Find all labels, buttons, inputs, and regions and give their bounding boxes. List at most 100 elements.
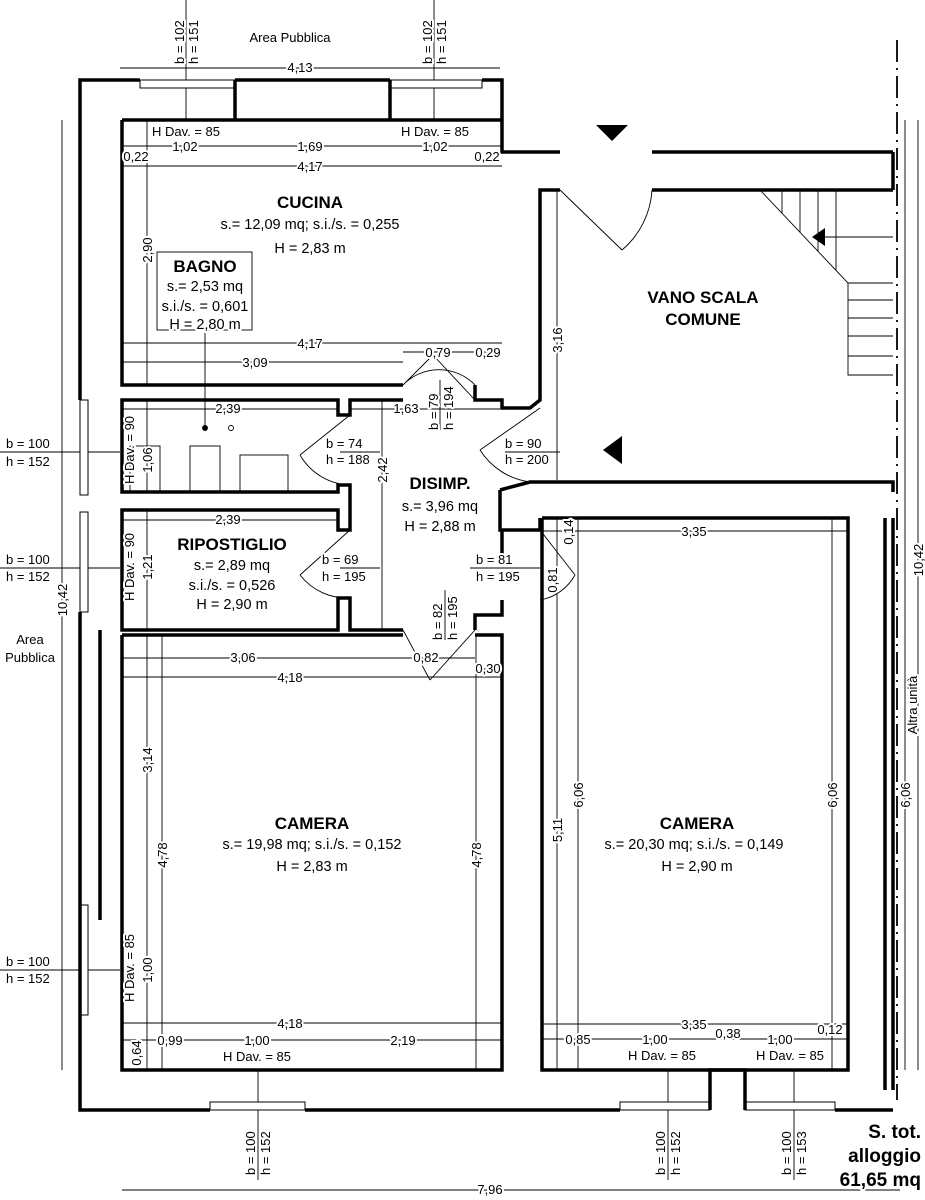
room-name-vano-scala: VANO SCALA xyxy=(647,288,758,307)
room-name-camera: CAMERA xyxy=(660,814,735,833)
dimension-label: 7,96 xyxy=(477,1182,502,1197)
dimension-label: 3,16 xyxy=(550,327,565,352)
window-label: h = 152 xyxy=(6,454,50,469)
dimension-label: 0,30 xyxy=(475,661,500,676)
window-label: b = 100 xyxy=(779,1131,794,1175)
room-area: s.= 3,96 mq xyxy=(402,499,478,515)
room-height: H = 2,83 m xyxy=(274,241,345,257)
windows xyxy=(79,79,836,1111)
window-label: h = 151 xyxy=(186,20,201,64)
dimension-label: 2,19 xyxy=(390,1033,415,1048)
dimension-label: 3,35 xyxy=(681,1017,706,1032)
dimension-label: 6,06 xyxy=(825,782,840,807)
door-label: h = 200 xyxy=(505,452,549,467)
door-label: h = 188 xyxy=(326,452,370,467)
window-label: h = 151 xyxy=(434,20,449,64)
window-label: b = 100 xyxy=(6,552,50,567)
dimension-label: 1,00 xyxy=(140,957,155,982)
window-label: h = 152 xyxy=(6,569,50,584)
area-pubblica-left: Pubblica xyxy=(5,650,56,665)
door-label: b = 74 xyxy=(326,436,363,451)
room-name-camera: CAMERA xyxy=(275,814,350,833)
sill-height: H Dav. = 85 xyxy=(122,934,137,1002)
dimension-label: 1,69 xyxy=(297,139,322,154)
dimension-label: 1,21 xyxy=(140,554,155,579)
dimension-label: 0,81 xyxy=(545,567,560,592)
dimension-label: 0,22 xyxy=(474,149,499,164)
entry-arrow-icon xyxy=(596,125,628,141)
window-label: b = 100 xyxy=(653,1131,668,1175)
window-labels: b = 102 h = 151 b = 102 h = 151 b = 100 … xyxy=(4,18,826,1177)
door-label: b = 82 xyxy=(430,603,445,640)
labels: Area Pubblica Area Pubblica Altra unità … xyxy=(3,28,923,1193)
sill-height: H Dav. = 85 xyxy=(401,124,469,139)
room-height: H = 2,80 m xyxy=(169,317,240,333)
dimension-label: 1,00 xyxy=(244,1033,269,1048)
room-height: H = 2,90 m xyxy=(661,859,732,875)
dimension-label: 3,09 xyxy=(242,355,267,370)
window-label: b = 100 xyxy=(6,954,50,969)
dimension-labels: 4,13 1,02 1,69 1,02 0,22 0,22 4,17 2,90 … xyxy=(53,58,925,1199)
dimension-label: 0,82 xyxy=(413,650,438,665)
dimension-label: 1,02 xyxy=(422,139,447,154)
sill-height: H Dav. = 85 xyxy=(628,1048,696,1063)
dimension-label: 4,78 xyxy=(469,842,484,867)
window-label: b = 102 xyxy=(172,20,187,64)
dimension-label: 4,18 xyxy=(277,1016,302,1031)
room-name-vano-scala: COMUNE xyxy=(665,310,741,329)
total-label: S. tot. xyxy=(868,1122,921,1143)
window-label: h = 152 xyxy=(668,1131,683,1175)
dimension-label: 3,35 xyxy=(681,524,706,539)
total-area: 61,65 mq xyxy=(840,1170,921,1191)
dimension-label: 0,14 xyxy=(561,519,576,544)
room-name-ripostiglio: RIPOSTIGLIO xyxy=(177,535,287,554)
altra-unita-label: Altra unità xyxy=(905,675,920,734)
door-label: b = 81 xyxy=(476,552,513,567)
room-area: s.= 12,09 mq; s.i./s. = 0,255 xyxy=(221,217,400,233)
area-pubblica-top: Area Pubblica xyxy=(250,30,332,45)
door-labels: b = 79 h = 194 b = 74 h = 188 b = 90 h =… xyxy=(320,384,551,642)
room-ratio: s.i./s. = 0,526 xyxy=(189,578,276,594)
dimension-label: 4,78 xyxy=(155,842,170,867)
room-area: s.= 20,30 mq; s.i./s. = 0,149 xyxy=(605,837,784,853)
dimension-label: 2,90 xyxy=(140,237,155,262)
bagno-label-box xyxy=(156,251,253,331)
total-label: alloggio xyxy=(848,1146,921,1167)
door-label: h = 194 xyxy=(441,386,456,430)
dimension-label: 1,00 xyxy=(767,1032,792,1047)
dimension-label: 0,38 xyxy=(715,1026,740,1041)
sill-height: H Dav. = 85 xyxy=(756,1048,824,1063)
room-area: s.= 2,53 mq xyxy=(167,279,243,295)
door-label: b = 69 xyxy=(322,552,359,567)
stairs xyxy=(759,189,893,376)
dimension-label: 4,17 xyxy=(297,159,322,174)
window-label: b = 100 xyxy=(243,1131,258,1175)
dimension-label: 10,42 xyxy=(911,544,925,577)
dimension-label: 1,06 xyxy=(140,447,155,472)
room-area: s.= 19,98 mq; s.i./s. = 0,152 xyxy=(223,837,402,853)
dimension-label: 1,63 xyxy=(393,401,418,416)
dimension-label: 6,06 xyxy=(571,782,586,807)
room-height: H = 2,83 m xyxy=(276,859,347,875)
dimension-label: 0,79 xyxy=(425,345,450,360)
dimension-label: 4,13 xyxy=(287,60,312,75)
dimension-label: 6,06 xyxy=(898,782,913,807)
window-label: b = 100 xyxy=(6,436,50,451)
bathroom-fixtures xyxy=(129,425,289,493)
dimension-label: 0,22 xyxy=(123,149,148,164)
door-swings xyxy=(299,189,653,681)
door-label: h = 195 xyxy=(445,596,460,640)
window-label: h = 152 xyxy=(6,971,50,986)
dimension-label: 1,00 xyxy=(642,1032,667,1047)
room-height: H = 2,90 m xyxy=(196,597,267,613)
dimension-label: 1,02 xyxy=(172,139,197,154)
sill-height: H Dav. = 85 xyxy=(223,1049,291,1064)
dimension-label: 2,42 xyxy=(375,457,390,482)
dimension-label: 2,39 xyxy=(215,512,240,527)
direction-arrow-icon xyxy=(603,436,622,464)
room-name-cucina: CUCINA xyxy=(277,193,343,212)
sill-height: H Dav. = 85 xyxy=(152,124,220,139)
door-label: h = 195 xyxy=(476,569,520,584)
dimension-label: 0,12 xyxy=(817,1022,842,1037)
